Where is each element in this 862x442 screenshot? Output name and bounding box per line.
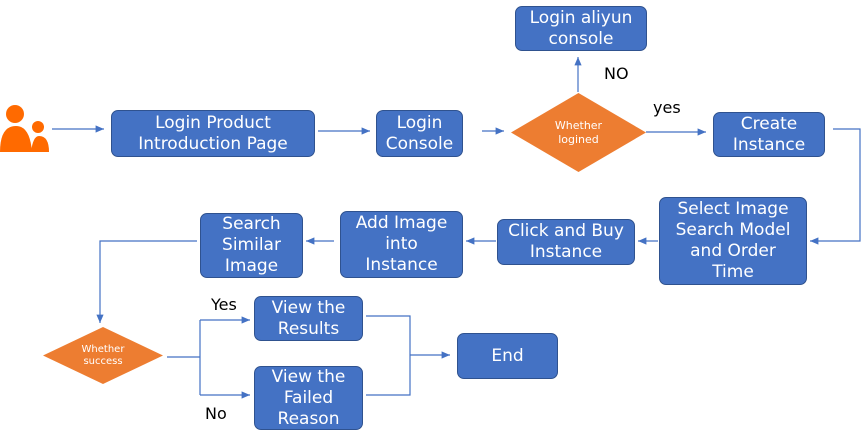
whether-success-decision: Whether success bbox=[43, 327, 163, 384]
select-image-search-model-node: Select Image Search Model and Order Time bbox=[659, 197, 807, 285]
view-failed-reason-node: View the Failed Reason bbox=[254, 366, 363, 430]
decision-label: Whether logined bbox=[554, 118, 603, 146]
login-console-node: Login Console bbox=[376, 110, 463, 157]
create-instance-node: Create Instance bbox=[713, 112, 825, 157]
add-image-into-instance-node: Add Image into Instance bbox=[340, 211, 463, 278]
yes-label-top: yes bbox=[653, 98, 681, 117]
no-label-bottom: No bbox=[205, 404, 227, 423]
whether-logined-decision: Whether logined bbox=[511, 93, 646, 172]
click-and-buy-instance-node: Click and Buy Instance bbox=[497, 219, 635, 265]
decision-label: Whether success bbox=[81, 343, 125, 367]
no-label-top: NO bbox=[604, 64, 629, 83]
view-results-node: View the Results bbox=[254, 296, 363, 341]
yes-label-bottom: Yes bbox=[211, 295, 237, 314]
search-similar-image-node: Search Similar Image bbox=[200, 213, 303, 278]
login-product-page-node: Login Product Introduction Page bbox=[111, 110, 315, 157]
end-node: End bbox=[457, 333, 558, 379]
user-icon bbox=[0, 104, 50, 154]
login-aliyun-console-node: Login aliyun console bbox=[515, 6, 647, 51]
